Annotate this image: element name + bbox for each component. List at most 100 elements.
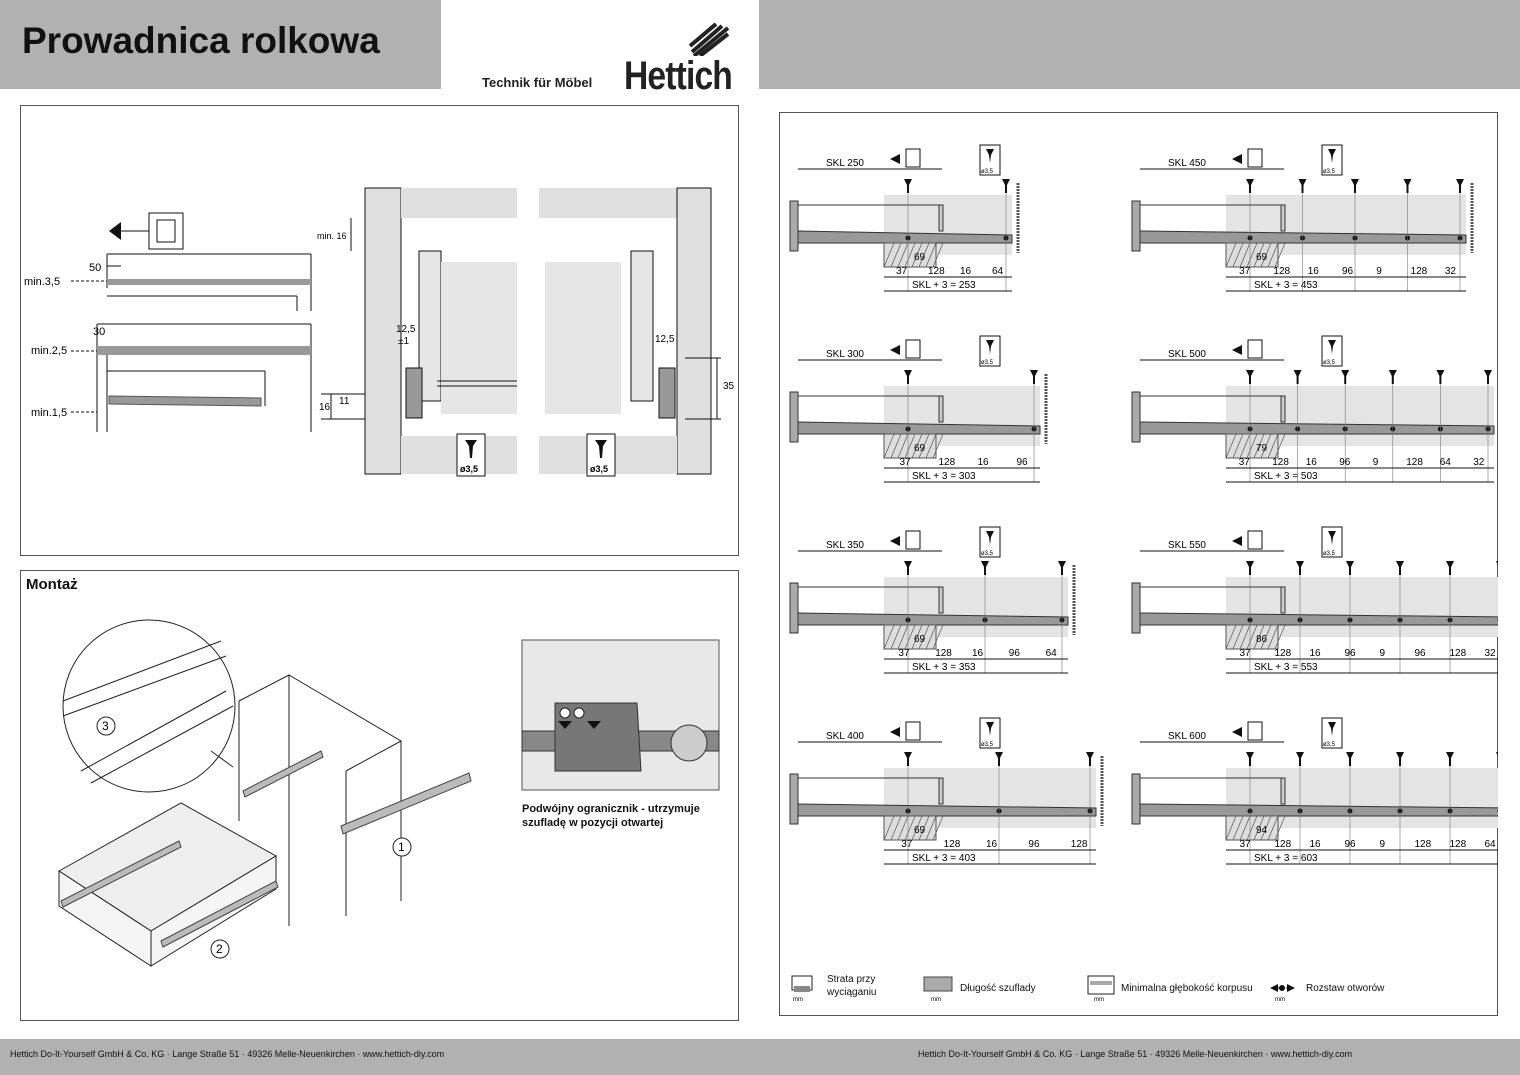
hatch-line: [1274, 433, 1286, 459]
screw-icon: [981, 561, 989, 575]
screw-box-icon: [1328, 722, 1336, 736]
installation-panel: 50 min.3,5 30 min.2,5 min.1,5 min. 16 12…: [20, 105, 739, 556]
dim-label-5: 9: [1380, 648, 1386, 659]
dim-label-6: 96: [1415, 648, 1427, 659]
first-dim-label: 69: [914, 825, 926, 836]
screw-icon: [1058, 561, 1066, 575]
dim-label-4: 96: [1028, 839, 1040, 850]
hatch-line: [1232, 433, 1244, 459]
screw-box-label: ø3,5: [981, 169, 994, 175]
screw-icon: [1388, 370, 1397, 384]
dim-label-1: 37: [1240, 648, 1252, 659]
dim-label-3: 16: [1310, 648, 1322, 659]
screw-icon: [1496, 561, 1498, 565]
drawer-back: [938, 777, 944, 805]
front-plate: [789, 773, 799, 825]
hatch-line: [1267, 242, 1279, 268]
hatch-line: [1246, 242, 1258, 268]
dim-label-7: 32: [1445, 266, 1457, 277]
dim-label-2: 128: [939, 457, 956, 468]
hatch-line: [1253, 433, 1265, 459]
cabinet-box-icon: [905, 339, 921, 359]
footer-address-right: Hettich Do-It-Yourself GmbH & Co. KG · L…: [918, 1049, 1353, 1059]
hatch-line: [1260, 242, 1272, 268]
arrow-left-icon: [890, 154, 900, 164]
step-1-marker: [392, 837, 412, 857]
dim-label-6: 128: [1406, 457, 1423, 468]
total-label: SKL + 3 = 553: [1254, 662, 1318, 673]
screw-icon: [1246, 370, 1254, 384]
hatch-line: [897, 624, 909, 650]
screw-icon: [1403, 179, 1412, 193]
dim-label-4: 64: [992, 266, 1004, 277]
min-depth-icon: mm: [1087, 975, 1115, 1003]
hatch-line: [1274, 815, 1286, 841]
dim-label-2: 128: [935, 648, 952, 659]
screw-icon: [1298, 179, 1307, 193]
hatch-line: [1239, 624, 1251, 650]
hatch-line: [897, 242, 909, 268]
hatch-line: [932, 242, 944, 268]
skl-label: SKL 600: [1168, 731, 1206, 742]
cabinet-box-icon: [1247, 530, 1263, 550]
dim-label-1: 37: [900, 457, 912, 468]
hatch-line: [1246, 433, 1258, 459]
screw-icon: [1246, 752, 1254, 766]
dim-label-5: 9: [1376, 266, 1382, 277]
dim-label-4: 96: [1009, 648, 1021, 659]
hatch-line: [890, 433, 902, 459]
hatch-line: [925, 624, 937, 650]
offset-dim-50: 50: [89, 262, 101, 274]
step-3-marker: [96, 716, 116, 736]
hatch-line: [1267, 624, 1279, 650]
first-dim-label: 79: [1256, 443, 1268, 454]
screw-icon: [1346, 561, 1354, 575]
total-label: SKL + 3 = 603: [1254, 853, 1318, 864]
front-plate: [1131, 391, 1141, 443]
screw-label-left: ø3,5: [460, 464, 478, 474]
hatch-line: [925, 815, 937, 841]
drawer-length-icon: mm: [923, 976, 953, 1003]
screw-box-icon: [986, 149, 994, 163]
dim-label-4: 96: [1339, 457, 1351, 468]
cabinet-box-icon: [905, 530, 921, 550]
dim-label-1: 37: [1239, 266, 1251, 277]
hatch-line: [1225, 242, 1237, 268]
arrow-left-icon: [1232, 345, 1242, 355]
hatch-line: [911, 433, 923, 459]
hatch-line: [883, 433, 895, 459]
cabinet-box-icon: [905, 721, 921, 741]
dim-label-2: 128: [1275, 648, 1292, 659]
screw-box-label: ø3,5: [981, 360, 994, 366]
front-plate: [1131, 200, 1141, 252]
arrow-left-icon: [890, 536, 900, 546]
skl-label: SKL 350: [826, 540, 864, 551]
offset-min-1-5: min.1,5: [31, 407, 67, 419]
extension-loss-icon: mm: [791, 975, 813, 1003]
dim-label-2: 128: [928, 266, 945, 277]
rail-bar: [797, 421, 1041, 435]
hatch-line: [1260, 815, 1272, 841]
brand-logo: Hettich: [624, 54, 733, 98]
dim-label-3: 16: [1306, 457, 1318, 468]
hatch-line: [911, 242, 923, 268]
dim-label-3: 16: [1308, 266, 1320, 277]
rail-bar: [797, 803, 1097, 817]
screw-icon: [1496, 752, 1498, 756]
hatch-line: [890, 815, 902, 841]
arrow-left-icon: [1232, 536, 1242, 546]
first-dim-label: 94: [1256, 825, 1268, 836]
hatch-line: [1225, 624, 1237, 650]
screw-icon: [1484, 370, 1492, 384]
front-plate: [1131, 582, 1141, 634]
hatch-line: [904, 624, 916, 650]
hatch-line: [1232, 624, 1244, 650]
hatch-line: [890, 624, 902, 650]
hatch-line: [1232, 242, 1244, 268]
dim-label-7: 64: [1440, 457, 1452, 468]
page-title: Prowadnica rolkowa: [22, 20, 380, 61]
